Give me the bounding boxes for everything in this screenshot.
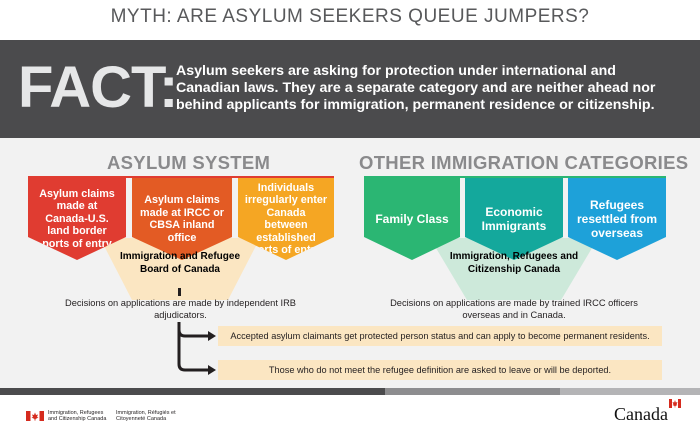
outcome-branch-arrows (177, 322, 216, 375)
department-name-fr: Immigration, Réfugiés et Citoyenneté Can… (116, 410, 176, 423)
fact-label: FACT: (18, 55, 178, 120)
ircc-label: Immigration, Refugees and Citizenship Ca… (449, 251, 579, 275)
asylum-decision-note: Decisions on applications are made by in… (64, 298, 296, 320)
department-name-en: Immigration, Refugees and Citizenship Ca… (48, 410, 107, 423)
outcome-rejected: Those who do not meet the refugee defini… (218, 360, 662, 380)
irb-label: Immigration and Refugee Board of Canada (119, 251, 240, 275)
page-title: MYTH: ARE ASYLUM SEEKERS QUEUE JUMPERS? (110, 6, 590, 27)
outcome-accepted: Accepted asylum claimants get protected … (218, 326, 662, 346)
asylum-section-title: ASYLUM SYSTEM (107, 152, 271, 173)
asylum-title-underline (28, 176, 334, 178)
canada-wordmark: Canada (614, 404, 668, 424)
canada-flag-icon (26, 411, 44, 421)
fact-banner (0, 40, 700, 138)
other-decision-note: Decisions on applications are made by tr… (390, 298, 638, 320)
footer-divider (0, 388, 700, 395)
wordmark-flag-icon (669, 399, 681, 408)
other-title-underline (364, 176, 666, 178)
fact-statement: Asylum seekers are asking for protection… (176, 63, 656, 113)
asylum-connector (178, 288, 181, 296)
other-section-title: OTHER IMMIGRATION CATEGORIES (359, 152, 689, 173)
